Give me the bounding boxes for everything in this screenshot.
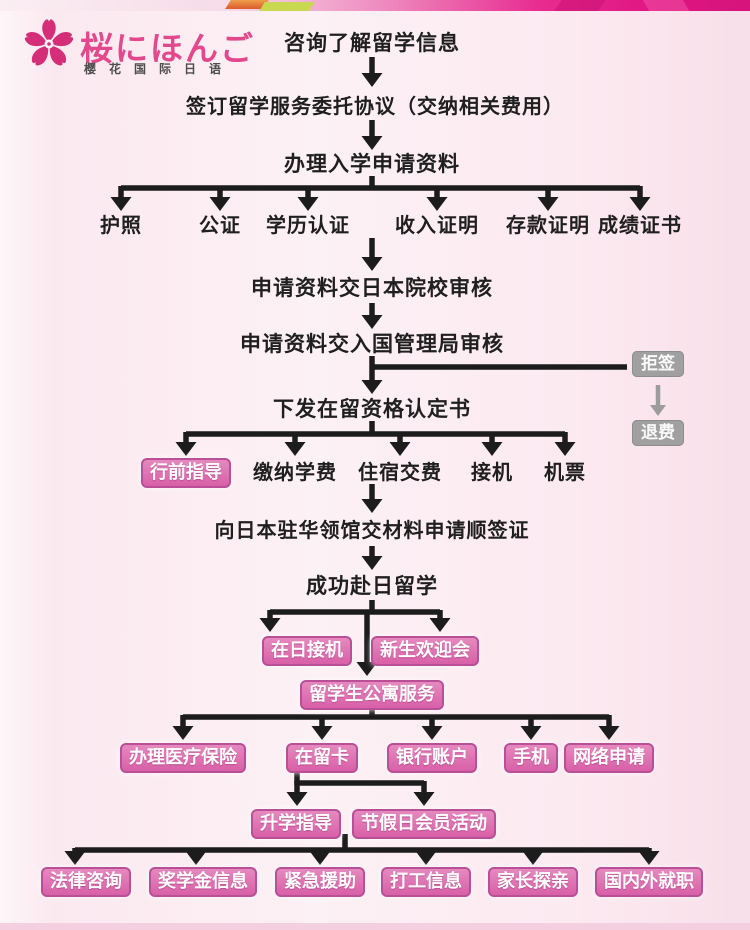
node-mobile-phone: 手机 [504, 743, 558, 773]
step-coe-issued: 下发在留资格认定书 [273, 397, 471, 421]
sakura-flower-icon [24, 19, 74, 66]
node-notarization: 公证 [199, 213, 241, 237]
step-consult-info: 咨询了解留学信息 [284, 31, 460, 55]
node-education-cert: 学历认证 [266, 213, 350, 237]
node-passport: 护照 [100, 213, 142, 237]
node-parent-visit: 家长探亲 [488, 867, 578, 897]
logo-subtitle: 樱花国际日语 [84, 62, 235, 76]
node-residence-card: 在留卡 [286, 743, 358, 773]
node-income-cert: 收入证明 [395, 213, 479, 237]
node-visa-rejected: 拒签 [632, 351, 684, 378]
node-employment-info: 国内外就职 [595, 867, 703, 897]
step-school-review: 申请资料交日本院校审核 [251, 276, 493, 300]
node-refund: 退费 [632, 420, 684, 447]
node-emergency-assistance: 紧急援助 [275, 867, 365, 897]
node-medical-insurance: 办理医疗保险 [120, 743, 246, 773]
node-internet-application: 网络申请 [564, 743, 654, 773]
step-immigration-review: 申请资料交入国管理局审核 [240, 332, 504, 356]
node-japan-pickup: 在日接机 [262, 636, 352, 666]
step-arrive-japan: 成功赴日留学 [306, 574, 438, 598]
node-bank-account: 银行账户 [387, 743, 477, 773]
step-sign-agreement: 签订留学服务委托协议（交纳相关费用） [186, 94, 564, 118]
bottom-border-strip [0, 923, 750, 930]
node-parttime-job-info: 打工信息 [381, 867, 471, 897]
node-deposit-cert: 存款证明 [506, 213, 590, 237]
node-predeparture-guidance: 行前指导 [141, 458, 231, 488]
logo-name: 桜にほんご [80, 29, 255, 68]
node-legal-consulting: 法律咨询 [41, 867, 131, 897]
node-further-education-guidance: 升学指导 [251, 809, 341, 839]
node-pay-accommodation: 住宿交费 [358, 460, 442, 484]
node-flight-ticket: 机票 [544, 460, 586, 484]
step-consulate-visa: 向日本驻华领馆交材料申请顺签证 [214, 518, 530, 542]
node-airport-pickup: 接机 [471, 460, 513, 484]
node-scholarship-info: 奖学金信息 [149, 867, 257, 897]
logo: 桜にほんご 樱花国际日语 [22, 14, 282, 78]
node-newcomer-welcome: 新生欢迎会 [371, 636, 479, 666]
top-banner-strip [0, 0, 750, 11]
step-prepare-application: 办理入学申请资料 [284, 152, 460, 176]
node-student-apartment-service: 留学生公寓服务 [300, 680, 444, 710]
node-pay-tuition: 缴纳学费 [253, 460, 337, 484]
node-grade-cert: 成绩证书 [598, 213, 682, 237]
node-holiday-member-events: 节假日会员活动 [352, 809, 496, 839]
